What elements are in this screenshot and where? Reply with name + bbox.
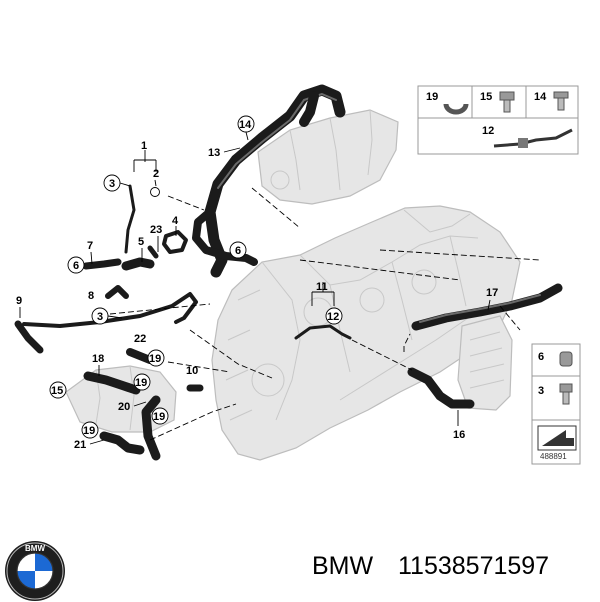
- callout-12a: 12: [327, 311, 339, 323]
- legend-14: 14: [534, 91, 547, 103]
- callout-17: 17: [486, 287, 498, 299]
- screw-icon: [553, 91, 569, 111]
- legend-19: 19: [426, 91, 438, 103]
- legend-15: 15: [480, 91, 492, 103]
- callout-6a: 6: [73, 260, 79, 272]
- brand-logo: BMW: [5, 541, 65, 601]
- bolt-icon: [499, 91, 515, 113]
- callout-9: 9: [16, 295, 22, 307]
- diagram-code: 488891: [540, 452, 567, 461]
- callout-16: 16: [453, 429, 465, 441]
- oil-filter-housing: [257, 109, 399, 205]
- heat-exchanger: [457, 315, 513, 411]
- callout-8: 8: [88, 290, 94, 302]
- callout-7: 7: [87, 240, 93, 252]
- callout-3a: 3: [109, 178, 115, 190]
- callout-22: 22: [134, 333, 146, 345]
- footer-brand: BMW: [312, 552, 374, 580]
- engine-block: [211, 205, 521, 461]
- clip-icon: [559, 351, 573, 367]
- callout-23: 23: [150, 224, 162, 236]
- arrow-icon: [537, 425, 577, 451]
- callout-1: 1: [141, 140, 147, 152]
- hoses: [14, 84, 563, 461]
- callouts: 1 2 3 4 23 5 6 7 6 8 9 3 22 19 18 15 19: [16, 115, 498, 451]
- callout-3b: 3: [97, 311, 103, 323]
- callout-14: 14: [239, 119, 252, 131]
- reference-lines: [109, 187, 541, 441]
- footer-part-number: 11538571597: [398, 552, 550, 580]
- callout-19a: 19: [149, 353, 161, 365]
- callout-11: 11: [316, 281, 328, 293]
- callout-2: 2: [153, 168, 159, 180]
- legend-box-side: 6 3 488891: [531, 343, 581, 465]
- cable-tie-icon: [493, 128, 573, 148]
- callout-20: 20: [118, 401, 130, 413]
- callout-4: 4: [172, 215, 179, 227]
- legend-box-top: 19 15 14 12: [417, 85, 579, 155]
- legend-3: 3: [538, 385, 544, 397]
- callout-19d: 19: [83, 425, 95, 437]
- callout-13: 13: [208, 147, 220, 159]
- callout-19b: 19: [135, 377, 147, 389]
- callout-5: 5: [138, 236, 144, 248]
- callout-6b: 6: [235, 245, 241, 257]
- fitting-icon: [559, 383, 573, 405]
- callout-18: 18: [92, 353, 104, 365]
- hose-clamp-icon: [443, 103, 469, 115]
- callout-19c: 19: [153, 411, 165, 423]
- logo-lettering: BMW: [25, 544, 45, 553]
- callout-21: 21: [74, 439, 86, 451]
- legend-12: 12: [482, 125, 494, 137]
- legend-6: 6: [538, 351, 544, 363]
- callout-10: 10: [186, 365, 198, 377]
- callout-15a: 15: [51, 385, 63, 397]
